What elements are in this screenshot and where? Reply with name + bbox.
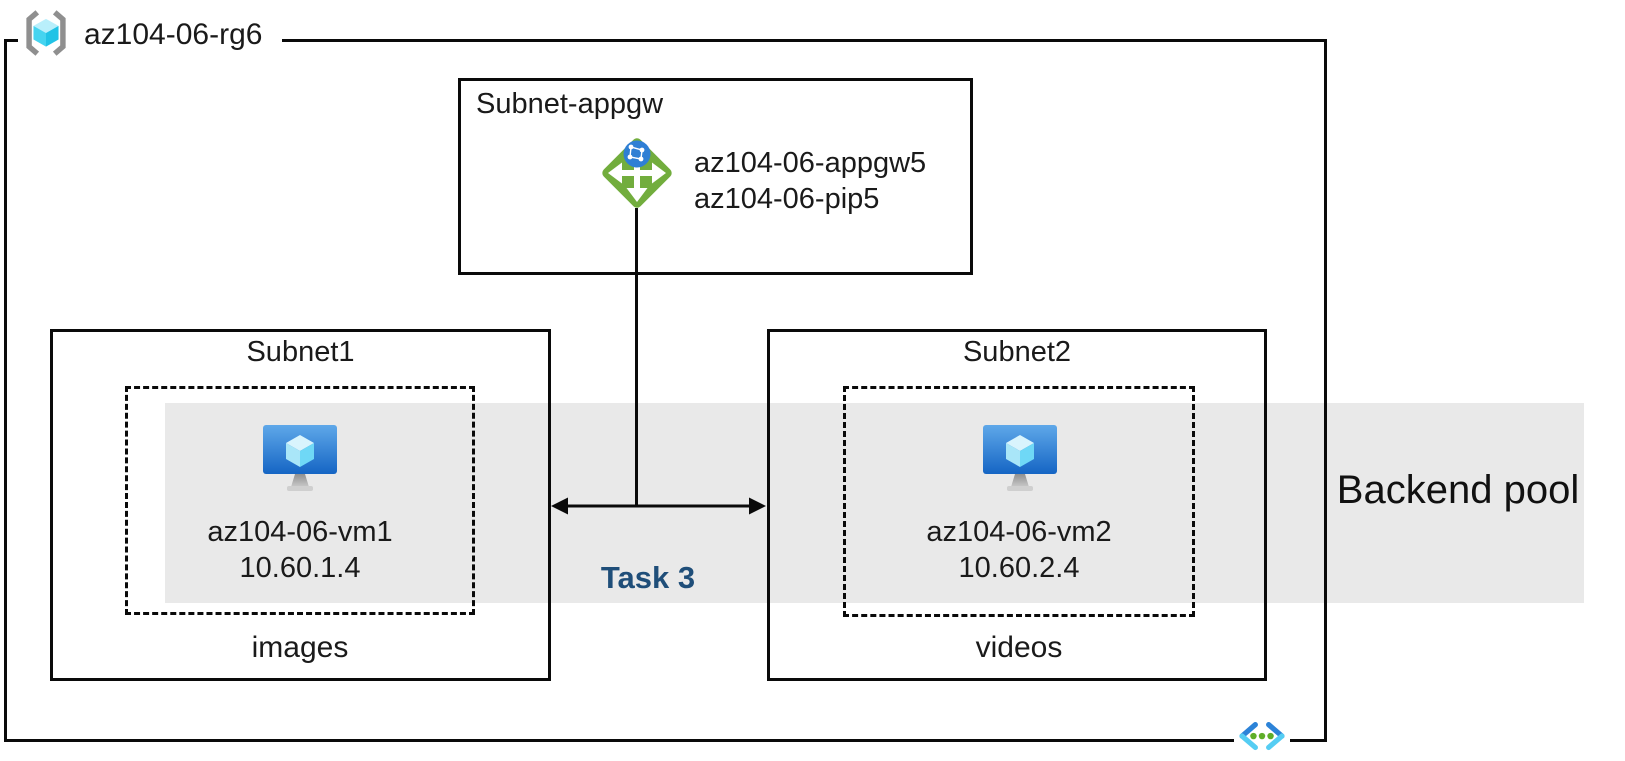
subnet-appgw-box [458,78,973,275]
subnet1-title: Subnet1 [246,336,355,368]
resource-group-box [4,39,1327,742]
vm1-labels: az104-06-vm1 10.60.1.4 [125,514,475,586]
resource-group-header: az104-06-rg6 [18,6,283,64]
task-label: Task 3 [600,560,696,595]
subnet2-pool-caption: videos [975,631,1063,664]
backend-pool-band [165,403,1584,603]
virtual-machine-icon [980,423,1060,495]
subnet1-pool-caption: images [251,631,349,664]
subnet2-title: Subnet2 [962,336,1072,368]
application-gateway-icon [597,133,677,213]
subnet2-backend-dashed-box [843,386,1195,617]
vm2-labels: az104-06-vm2 10.60.2.4 [843,514,1195,586]
gateway-name: az104-06-appgw5 [694,147,927,179]
application-gateway-labels: az104-06-appgw5 az104-06-pip5 [694,145,926,217]
subnet1-backend-dashed-box [125,386,475,615]
virtual-network-icon [1234,715,1290,758]
subnet1-box [50,329,551,681]
virtual-machine-icon [260,423,340,495]
vm2-name: az104-06-vm2 [926,516,1112,548]
resource-group-icon [22,9,70,62]
backend-pool-label: Backend pool [1336,468,1580,512]
subnet-double-arrow [551,494,766,518]
vm2-ip: 10.60.2.4 [958,552,1080,584]
gateway-connector-line [635,208,638,507]
subnet2-box [767,329,1267,681]
public-ip-name: az104-06-pip5 [694,183,880,215]
vm1-ip: 10.60.1.4 [239,552,361,584]
resource-group-name: az104-06-rg6 [84,18,263,51]
subnet-appgw-title: Subnet-appgw [476,88,664,120]
vm1-name: az104-06-vm1 [207,516,393,548]
